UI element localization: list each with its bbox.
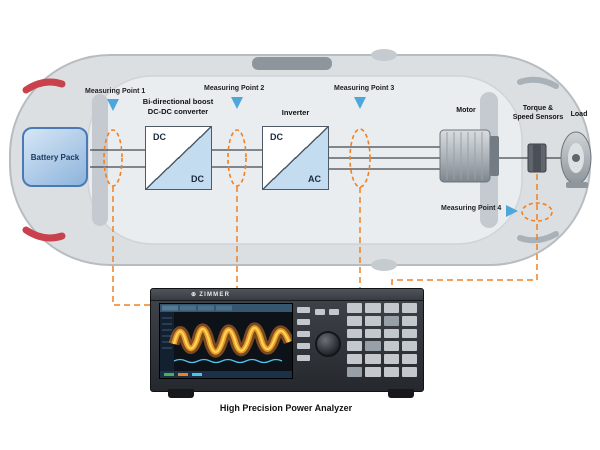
measuring-point-4-label: Measuring Point 4 — [441, 205, 502, 212]
analyzer-key — [347, 315, 363, 326]
torque-speed-sensor — [527, 143, 547, 173]
measuring-point-4-ellipse — [521, 202, 553, 222]
tail-light — [22, 78, 66, 94]
analyzer-key — [383, 315, 399, 326]
analyzer-foot — [388, 389, 414, 398]
analyzer-key — [383, 303, 399, 313]
analyzer-key — [347, 303, 363, 313]
inverter-box: DC AC — [262, 126, 329, 190]
dcdc-title-line2: DC-DC converter — [147, 106, 209, 116]
analyzer-key — [401, 354, 417, 365]
dcdc-output-label: DC — [191, 174, 204, 184]
zimmer-logo-icon: ⊕ — [191, 292, 198, 298]
measuring-point-1-marker-icon — [107, 99, 119, 111]
analyzer-key — [383, 328, 399, 339]
analyzer-key — [347, 341, 363, 352]
load-flywheel — [560, 131, 592, 188]
measuring-point-4-marker-icon — [506, 205, 518, 217]
analyzer-key — [365, 315, 381, 326]
inverter-input-label: DC — [270, 132, 283, 142]
sensors-label-line2: Speed Sensors — [512, 114, 564, 122]
analyzer-key — [365, 341, 381, 352]
sunroof — [252, 57, 332, 70]
inverter-title: Inverter — [262, 108, 329, 118]
analyzer-soft-key — [297, 331, 310, 337]
motor-label: Motor — [456, 107, 476, 114]
analyzer-soft-key — [297, 343, 310, 349]
analyzer-soft-key — [297, 355, 310, 361]
motor — [439, 129, 499, 183]
dcdc-title-line1: Bi-directional boost — [142, 97, 214, 106]
analyzer-soft-key — [297, 319, 310, 325]
left-mirror — [371, 49, 397, 61]
analyzer-key — [365, 354, 381, 365]
analyzer-brand: ⊕ ZIMMER — [191, 291, 231, 299]
measuring-point-3-label: Measuring Point 3 — [334, 85, 395, 92]
connector-mp4 — [391, 174, 538, 289]
analyzer-key — [365, 303, 381, 313]
analyzer-key — [347, 328, 363, 339]
measuring-point-1-label: Measuring Point 1 — [85, 88, 146, 95]
analyzer-keypad — [347, 303, 417, 377]
analyzer-soft-key — [329, 309, 339, 315]
analyzer-key — [401, 303, 417, 313]
sensors-label: Torque & Speed Sensors — [508, 104, 568, 122]
analyzer-top-strip: ⊕ ZIMMER — [151, 289, 423, 301]
analyzer-key — [383, 354, 399, 365]
measuring-point-2-label: Measuring Point 2 — [204, 85, 265, 92]
power-analyzer: ⊕ ZIMMER — [150, 288, 424, 392]
analyzer-foot — [168, 389, 194, 398]
inverter-output-label: AC — [308, 174, 321, 184]
power-wires — [90, 146, 564, 170]
analyzer-rotary-knob — [315, 331, 341, 357]
measuring-point-2-marker-icon — [231, 97, 243, 109]
analyzer-key — [401, 367, 417, 377]
analyzer-key — [365, 328, 381, 339]
analyzer-key — [383, 367, 399, 377]
sensors-label-line1: Torque & — [522, 105, 554, 112]
right-mirror — [371, 259, 397, 271]
measuring-point-3-ellipse — [349, 128, 371, 188]
dcdc-converter-title: Bi-directional boost DC-DC converter — [112, 97, 244, 117]
head-light — [517, 231, 559, 244]
analyzer-brand-text: ZIMMER — [199, 291, 231, 298]
rear-window — [92, 94, 108, 226]
analyzer-key — [365, 367, 381, 377]
battery-pack: Battery Pack — [22, 127, 88, 187]
head-light — [517, 76, 559, 89]
analyzer-screen — [159, 303, 295, 379]
analyzer-key — [347, 354, 363, 365]
analyzer-screen-waveform — [160, 304, 295, 378]
analyzer-soft-key — [297, 307, 310, 313]
battery-pack-label: Battery Pack — [30, 152, 80, 162]
dcdc-input-label: DC — [153, 132, 166, 142]
analyzer-key — [383, 341, 399, 352]
connector-mp1 — [112, 186, 151, 306]
analyzer-key — [401, 315, 417, 326]
analyzer-caption: High Precision Power Analyzer — [219, 403, 353, 413]
dcdc-converter-box: DC DC — [145, 126, 212, 190]
tail-light — [22, 226, 66, 242]
load-label: Load — [570, 111, 588, 118]
measuring-point-3-marker-icon — [354, 97, 366, 109]
analyzer-key — [401, 328, 417, 339]
inverter-title-text: Inverter — [281, 108, 310, 117]
analyzer-key — [401, 341, 417, 352]
analyzer-soft-key — [315, 309, 325, 315]
analyzer-key — [347, 367, 363, 377]
